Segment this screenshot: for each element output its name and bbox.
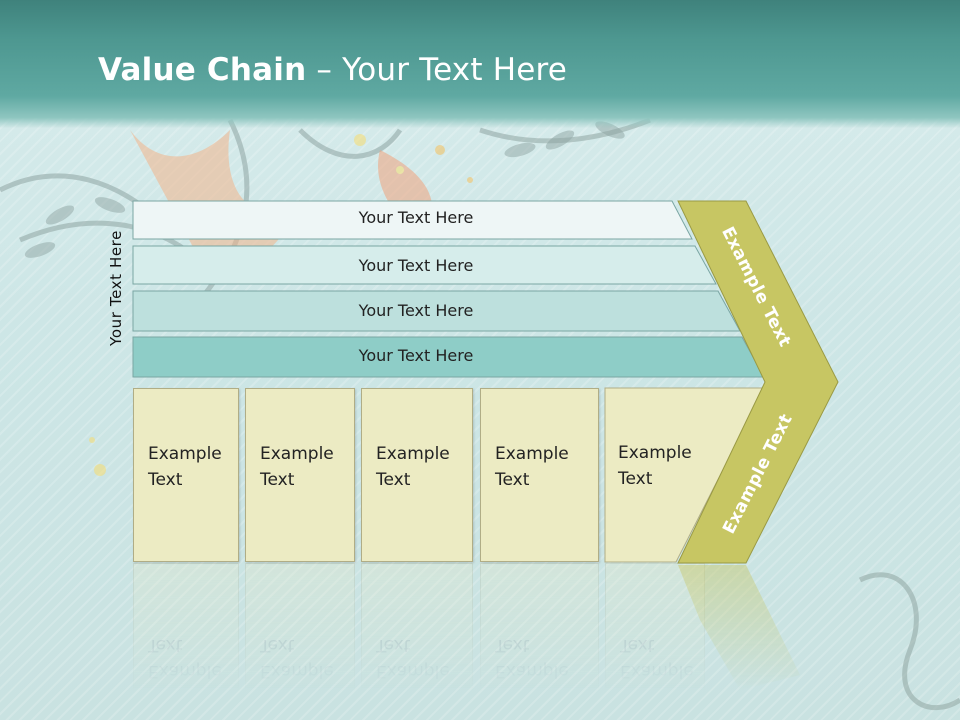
block-line-2: Text [148,470,183,490]
chevron-reflection [678,565,800,690]
band-label-3: Your Text Here [358,301,474,320]
block-line-1: Example [260,444,334,464]
title-bold: Value Chain [98,52,307,88]
chevron-shape [677,200,839,564]
block-line-2: Text [260,470,295,490]
block-line-1: Example [618,443,692,463]
band-label-2: Your Text Here [358,256,474,275]
block-line-1: Example [376,444,450,464]
band-label-1: Your Text Here [358,208,474,227]
band-label-4: Your Text Here [358,346,474,365]
block-line-2: Text [618,469,653,489]
title-band [0,0,960,128]
title-rest: – Your Text Here [306,52,568,88]
block-line-2: Text [495,470,530,490]
block-line-1: Example [495,444,569,464]
page-title: Value Chain – Your Text Here [98,52,567,88]
block-line-1: Example [148,444,222,464]
block-line-2: Text [376,470,411,490]
band-shape-1 [132,200,693,240]
band-shape-2 [132,245,717,285]
